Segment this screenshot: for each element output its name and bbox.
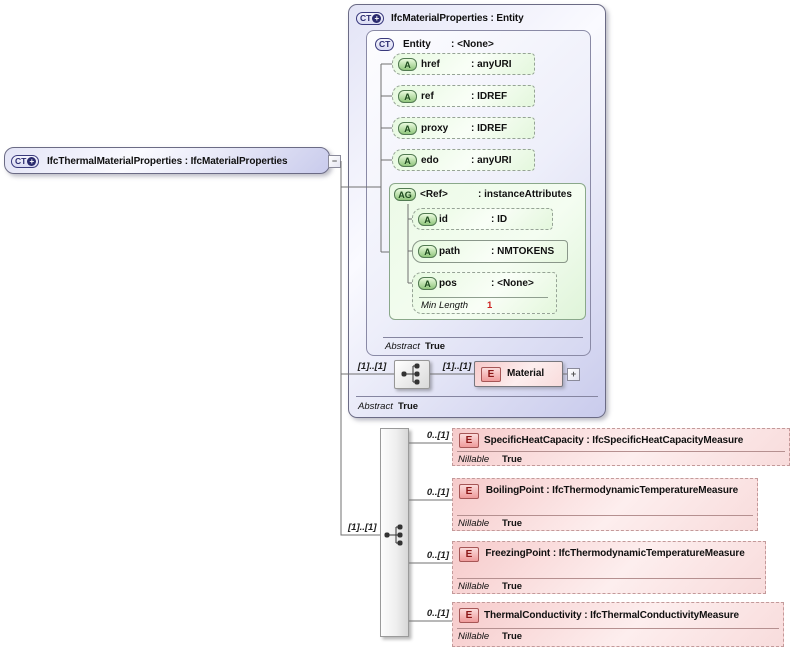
attribute-group-name: <Ref> bbox=[420, 189, 448, 200]
divider bbox=[383, 337, 583, 338]
attribute-group-icon: AG bbox=[394, 188, 416, 201]
attribute-type: : ID bbox=[491, 214, 508, 225]
divider bbox=[419, 297, 548, 298]
attribute-icon: A bbox=[418, 245, 437, 258]
expand-toggle[interactable]: + bbox=[567, 368, 580, 381]
complex-type-plus-icon: CT+ bbox=[356, 12, 385, 25]
cardinality-label: 0..[1] bbox=[426, 487, 449, 498]
attribute-icon: A bbox=[418, 277, 437, 290]
attribute-type: : IDREF bbox=[471, 91, 508, 102]
element-icon: E bbox=[459, 433, 479, 448]
root-element-title: IfcThermalMaterialProperties : IfcMateri… bbox=[47, 156, 288, 167]
divider bbox=[356, 396, 598, 397]
cardinality-label: 0..[1] bbox=[426, 550, 449, 561]
sequence-compositor-box[interactable] bbox=[394, 360, 430, 389]
attribute-name: proxy bbox=[421, 123, 449, 134]
element-specific-heat-capacity[interactable]: E SpecificHeatCapacity : IfcSpecificHeat… bbox=[452, 428, 790, 466]
attribute-name: pos bbox=[439, 278, 457, 289]
attribute-icon: A bbox=[398, 58, 417, 71]
attribute-type: : <None> bbox=[491, 278, 534, 289]
element-boiling-point[interactable]: E BoilingPoint : IfcThermodynamicTempera… bbox=[452, 478, 758, 531]
attribute-edo[interactable]: A edo : anyURI bbox=[392, 149, 535, 171]
nillable-label: Nillable bbox=[458, 581, 490, 592]
nillable-label: Nillable bbox=[458, 454, 490, 465]
cardinality-label: [1]..[1] bbox=[357, 361, 387, 372]
root-element-box[interactable]: CT+ IfcThermalMaterialProperties : IfcMa… bbox=[4, 147, 330, 174]
nillable-value: True bbox=[502, 454, 523, 465]
complex-type-icon: CT bbox=[375, 38, 395, 51]
attribute-proxy[interactable]: A proxy : IDREF bbox=[392, 117, 535, 139]
abstract-label: Abstract bbox=[358, 401, 393, 412]
ct-badge-label: CT bbox=[360, 13, 372, 23]
attribute-pos[interactable]: A pos : <None> Min Length 1 bbox=[412, 272, 557, 314]
divider bbox=[457, 578, 761, 579]
abstract-value: True bbox=[425, 341, 446, 352]
attribute-id[interactable]: A id : ID bbox=[412, 208, 553, 230]
facet-value: 1 bbox=[487, 300, 493, 311]
ct-badge-label: CT bbox=[15, 156, 27, 166]
attribute-name: edo bbox=[421, 155, 439, 166]
element-title: SpecificHeatCapacity : IfcSpecificHeatCa… bbox=[484, 435, 744, 446]
element-icon: E bbox=[459, 484, 479, 499]
base-type-title: IfcMaterialProperties : Entity bbox=[391, 13, 524, 24]
attribute-icon: A bbox=[398, 122, 417, 135]
element-icon: E bbox=[459, 608, 479, 623]
attribute-type: : anyURI bbox=[471, 155, 512, 166]
entity-name: Entity bbox=[403, 39, 431, 50]
cardinality-label: 0..[1] bbox=[426, 430, 449, 441]
element-title: ThermalConductivity : IfcThermalConducti… bbox=[484, 610, 739, 621]
attribute-icon: A bbox=[398, 90, 417, 103]
element-icon: E bbox=[481, 367, 501, 382]
divider bbox=[457, 451, 785, 452]
cardinality-label: 0..[1] bbox=[426, 608, 449, 619]
element-title: FreezingPoint : IfcThermodynamicTemperat… bbox=[485, 548, 745, 559]
facet-label: Min Length bbox=[421, 300, 469, 311]
attribute-group-type: : instanceAttributes bbox=[478, 189, 572, 200]
nillable-value: True bbox=[502, 631, 523, 642]
attribute-type: : anyURI bbox=[471, 59, 512, 70]
element-thermal-conductivity[interactable]: E ThermalConductivity : IfcThermalConduc… bbox=[452, 602, 784, 647]
nillable-value: True bbox=[502, 581, 523, 592]
nillable-label: Nillable bbox=[458, 518, 490, 529]
element-material[interactable]: E Material bbox=[474, 361, 563, 387]
entity-type: : <None> bbox=[451, 39, 494, 50]
attribute-type: : IDREF bbox=[471, 123, 508, 134]
collapse-toggle[interactable]: − bbox=[328, 155, 341, 168]
attribute-ref[interactable]: A ref : IDREF bbox=[392, 85, 535, 107]
sequence-bar[interactable] bbox=[380, 428, 409, 637]
attribute-name: ref bbox=[421, 91, 434, 102]
nillable-label: Nillable bbox=[458, 631, 490, 642]
plus-glyph: + bbox=[27, 157, 37, 166]
plus-glyph: + bbox=[372, 14, 382, 23]
attribute-name: path bbox=[439, 246, 461, 257]
ct-badge-label: CT bbox=[379, 39, 391, 49]
divider bbox=[457, 515, 753, 516]
cardinality-label: [1]..[1] bbox=[442, 361, 472, 372]
attribute-icon: A bbox=[398, 154, 417, 167]
attribute-type: : NMTOKENS bbox=[491, 246, 555, 257]
attribute-name: href bbox=[421, 59, 440, 70]
abstract-value: True bbox=[398, 401, 419, 412]
attribute-name: id bbox=[439, 214, 448, 225]
divider bbox=[457, 628, 779, 629]
complex-type-plus-icon: CT+ bbox=[11, 155, 40, 168]
element-title: Material bbox=[507, 368, 544, 379]
abstract-label: Abstract bbox=[385, 341, 420, 352]
attribute-icon: A bbox=[418, 213, 437, 226]
attribute-href[interactable]: A href : anyURI bbox=[392, 53, 535, 75]
element-freezing-point[interactable]: E FreezingPoint : IfcThermodynamicTemper… bbox=[452, 541, 766, 594]
element-title: BoilingPoint : IfcThermodynamicTemperatu… bbox=[485, 485, 739, 496]
nillable-value: True bbox=[502, 518, 523, 529]
attribute-path[interactable]: A path : NMTOKENS bbox=[412, 240, 568, 263]
element-icon: E bbox=[459, 547, 479, 562]
cardinality-label: [1]..[1] bbox=[348, 522, 377, 533]
